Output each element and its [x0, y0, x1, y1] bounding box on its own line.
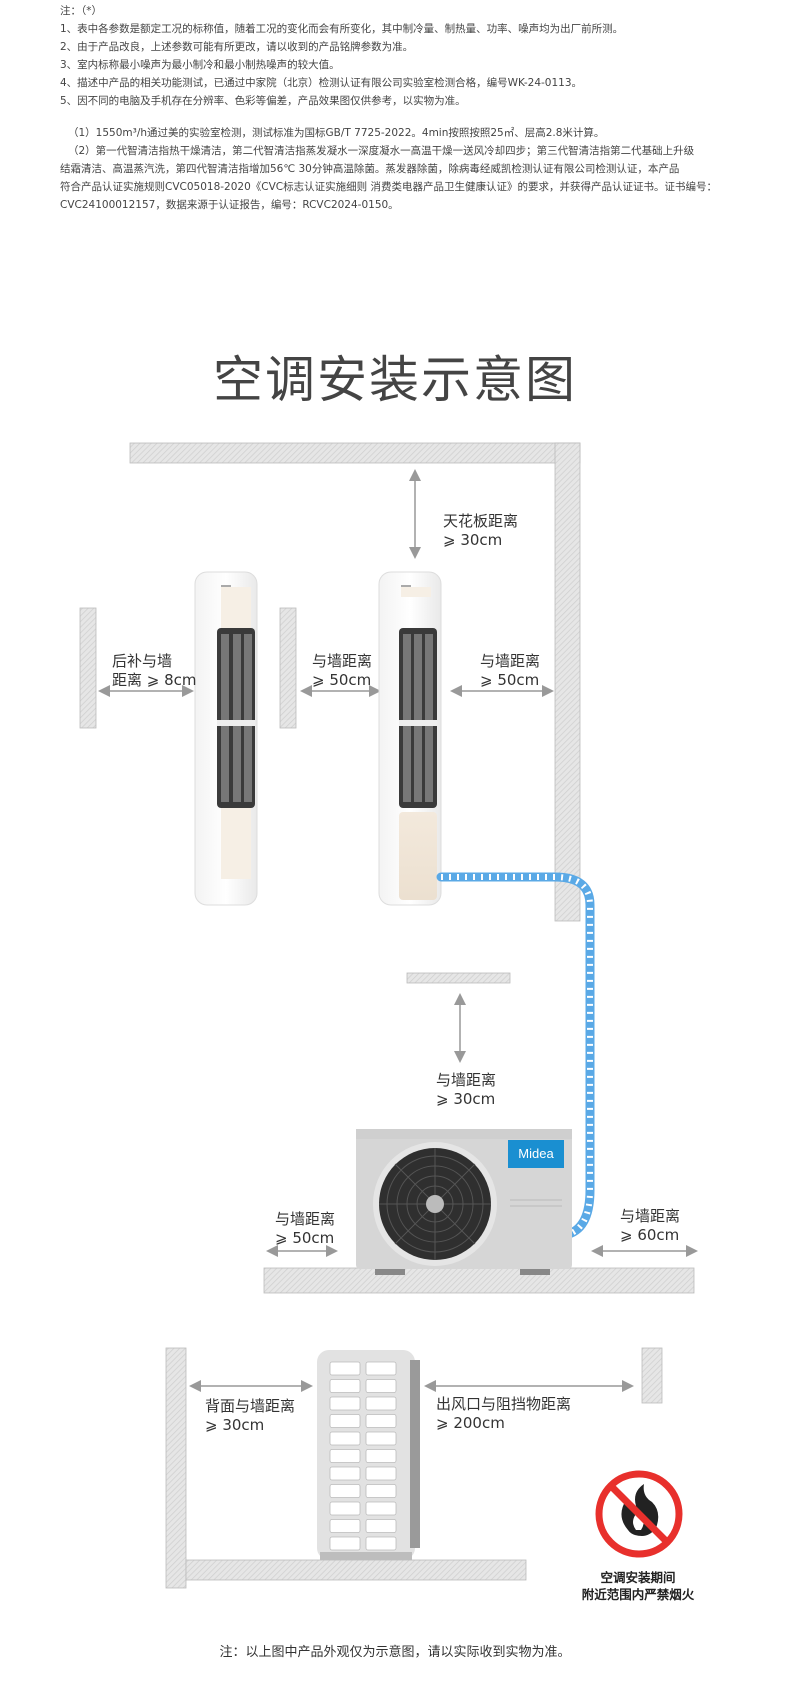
- note-item-3: 3、室内标称最小噪声为最小制冷和最小制热噪声的较大值。: [60, 59, 340, 71]
- label-outdoor-left-distance: 与墙距离 ⩾ 50cm: [275, 1210, 336, 1247]
- rear-wall-stub: [79, 607, 97, 729]
- outdoor-unit-side: [317, 1350, 420, 1560]
- diagram-title: 空调安装示意图: [213, 351, 577, 409]
- no-fire-icon: [595, 1470, 683, 1558]
- note-para-1: （1）1550m³/h通过美的实验室检测，测试标准为国标GB/T 7725-20…: [68, 127, 605, 139]
- brand-logo: Midea: [518, 1146, 554, 1161]
- label-back-wall-distance: 背面与墙距离 ⩾ 30cm: [205, 1397, 296, 1434]
- room-wall: [129, 442, 581, 922]
- label-outdoor-top-distance: 与墙距离 ⩾ 30cm: [436, 1071, 497, 1108]
- outdoor-unit-front: [356, 1129, 572, 1275]
- fire-warning-text: 空调安装期间 附近范围内严禁烟火: [581, 1570, 695, 1602]
- bottom-room-frame: [165, 1347, 663, 1589]
- label-outdoor-right-distance: 与墙距离 ⩾ 60cm: [620, 1207, 681, 1244]
- outdoor-floor: [263, 1267, 695, 1294]
- distance-arrows: [98, 469, 698, 1392]
- note-para-2-line-1: （2）第一代智清洁指热干燥清洁，第二代智清洁指蒸发凝水一深度凝水一高温干燥一送风…: [68, 145, 695, 157]
- label-side-wall-distance-right: 与墙距离 ⩾ 50cm: [480, 652, 541, 689]
- indoor-unit-left: [194, 571, 258, 906]
- note-para-2-line-4: CVC24100012157，数据来源于认证报告，编号：RCVC2024-015…: [60, 199, 399, 211]
- label-rear-wall-distance: 后补与墙 距离 ⩾ 8cm: [112, 652, 197, 689]
- label-ceiling-distance: 天花板距离 ⩾ 30cm: [443, 512, 519, 549]
- footnote: 注：以上图中产品外观仅为示意图，请以实际收到实物为准。: [219, 1645, 571, 1660]
- label-side-wall-distance-mid: 与墙距离 ⩾ 50cm: [312, 652, 373, 689]
- note-item-5: 5、因不同的电脑及手机存在分辨率、色彩等偏差，产品效果图仅供参考，以实物为准。: [60, 95, 466, 107]
- indoor-unit-right: [378, 571, 442, 906]
- note-para-2-line-3: 符合产品认证实施规则CVC05018-2020《CVC标志认证实施细则 消费类电…: [60, 181, 717, 193]
- mid-wall-stub: [406, 972, 511, 984]
- label-outlet-distance: 出风口与阻挡物距离 ⩾ 200cm: [436, 1395, 572, 1432]
- notes-block: 注：（*） 1、表中各参数是额定工况的标称值，随着工况的变化而会有所变化，其中制…: [60, 2, 750, 214]
- refrigerant-pipe: [436, 872, 595, 1240]
- note-item-4: 4、描述中产品的相关功能测试，已通过中家院（北京）检测认证有限公司实验室检测合格…: [60, 77, 583, 89]
- note-item-2: 2、由于产品改良，上述参数可能有所更改，请以收到的产品铭牌参数为准。: [60, 41, 414, 53]
- note-para-2-line-2: 结霜清洁、高温蒸汽洗，第四代智清洁指增加56℃ 30分钟高温除菌。蒸发器除菌，除…: [60, 163, 680, 175]
- note-item-1: 1、表中各参数是额定工况的标称值，随着工况的变化而会有所变化，其中制冷量、制热量…: [60, 23, 624, 35]
- side-wall-stub: [279, 607, 297, 729]
- notes-header: 注：（*）: [60, 5, 102, 17]
